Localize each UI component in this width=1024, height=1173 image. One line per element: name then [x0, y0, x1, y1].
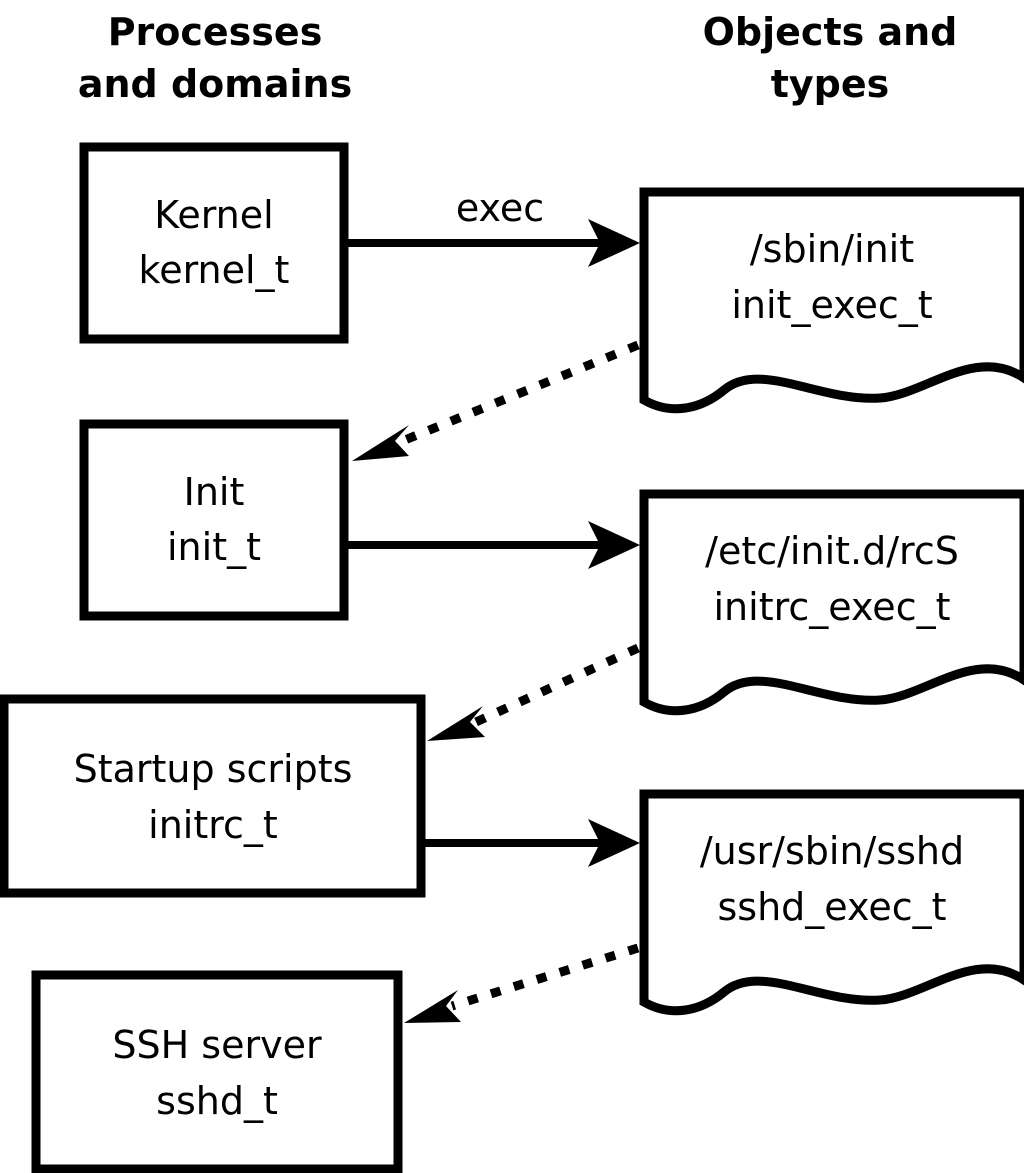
process-node-kernel-type: kernel_t	[139, 248, 290, 292]
arrowhead-left	[352, 425, 409, 461]
column-header-processes: Processes and domains	[78, 10, 352, 106]
edge-line	[450, 943, 640, 1011]
edge-line	[398, 340, 640, 447]
object-node-sshd_exec-type: sshd_exec_t	[717, 885, 946, 929]
process-node-sshd-title: SSH server	[112, 1023, 322, 1067]
edge-initrc-exec-sshd_exec	[425, 819, 640, 867]
column-header-objects-line1: Objects and	[703, 10, 958, 54]
object-node-sshd_exec-shape[interactable]	[639, 789, 1024, 1016]
object-node-initrc_exec-path: /etc/init.d/rcS	[705, 529, 959, 573]
process-node-sshd-box[interactable]	[31, 970, 403, 1173]
edge-initrc_exec-transition-initrc	[427, 643, 640, 741]
edge-line	[474, 643, 640, 727]
column-header-objects-line2: types	[771, 62, 890, 106]
process-node-sshd[interactable]: SSH server sshd_t	[31, 970, 403, 1173]
column-header-processes-line2: and domains	[78, 62, 352, 106]
edge-label-exec: exec	[456, 186, 544, 230]
arrowhead-left	[427, 706, 485, 741]
edge-sshd_exec-transition-sshd	[404, 943, 640, 1023]
arrowhead-right	[588, 219, 640, 267]
process-node-initrc-box[interactable]	[0, 694, 426, 898]
edge-init-exec-initrc_exec	[348, 521, 640, 569]
arrowhead-right	[588, 521, 640, 569]
process-node-initrc-title: Startup scripts	[74, 747, 353, 791]
process-node-kernel-box[interactable]	[79, 142, 349, 344]
process-node-init-type: init_t	[167, 525, 261, 569]
object-node-sshd_exec[interactable]: /usr/sbin/sshd sshd_exec_t	[639, 789, 1024, 1016]
object-node-initrc_exec-shape[interactable]	[639, 489, 1024, 716]
process-node-init-box[interactable]	[79, 419, 349, 621]
process-node-init-title: Init	[184, 470, 245, 514]
object-node-initrc_exec[interactable]: /etc/init.d/rcS initrc_exec_t	[639, 489, 1024, 716]
object-node-sshd_exec-path: /usr/sbin/sshd	[700, 829, 964, 873]
arrowhead-right	[588, 819, 640, 867]
object-node-init_exec-type: init_exec_t	[731, 283, 932, 327]
object-node-init_exec-path: /sbin/init	[750, 227, 914, 271]
object-node-init_exec[interactable]: /sbin/init init_exec_t	[639, 187, 1024, 414]
column-header-objects: Objects and types	[703, 10, 958, 106]
object-node-init_exec-shape[interactable]	[639, 187, 1024, 414]
object-node-initrc_exec-type: initrc_exec_t	[714, 585, 951, 629]
edge-init_exec-transition-init	[352, 340, 640, 461]
process-node-kernel[interactable]: Kernel kernel_t	[79, 142, 349, 344]
process-node-initrc[interactable]: Startup scripts initrc_t	[0, 694, 426, 898]
process-node-init[interactable]: Init init_t	[79, 419, 349, 621]
column-header-processes-line1: Processes	[108, 10, 323, 54]
arrowhead-left	[404, 990, 461, 1023]
process-node-sshd-type: sshd_t	[156, 1079, 278, 1123]
process-node-kernel-title: Kernel	[154, 193, 273, 237]
process-node-initrc-type: initrc_t	[148, 803, 278, 847]
edge-kernel-exec-init_exec: exec	[348, 186, 640, 267]
